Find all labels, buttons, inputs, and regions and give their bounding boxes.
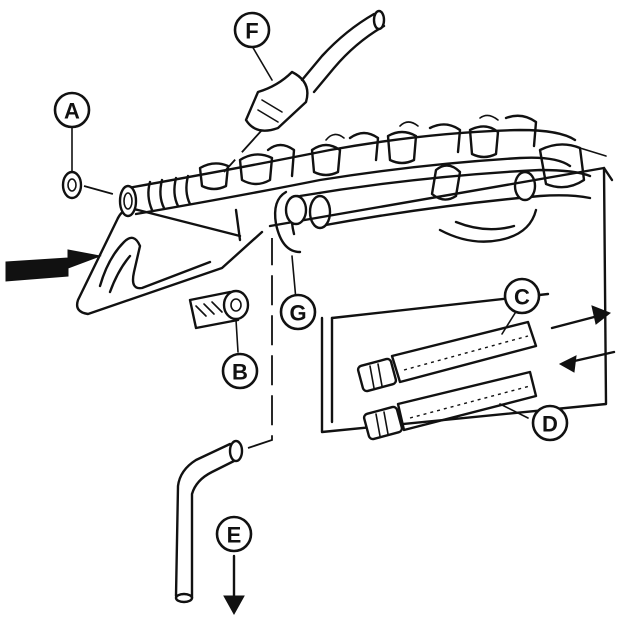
retaining-clip (273, 190, 308, 254)
return-tube (298, 168, 592, 243)
hose-c (356, 320, 538, 393)
callout-d-label: D (542, 412, 558, 437)
callout-g: G (279, 293, 317, 331)
spacer-bolt (188, 289, 250, 330)
leader-lines (71, 45, 529, 419)
callout-b: B (221, 352, 259, 390)
callout-e-label: E (227, 523, 242, 548)
callout-e: E (215, 515, 253, 553)
injector-clips (198, 114, 538, 201)
callout-f-label: F (245, 19, 258, 44)
drain-pipe (174, 238, 273, 604)
callout-g-label: G (289, 301, 306, 326)
seal-ring (61, 170, 121, 200)
inlet-arrow (5, 249, 102, 282)
callout-a-label: A (64, 99, 80, 124)
callout-f: F (233, 11, 271, 49)
return-arrow (558, 350, 616, 373)
fuel-rail (118, 128, 577, 218)
drain-arrow (223, 554, 245, 616)
hose-d (362, 370, 538, 441)
pressure-regulator (538, 143, 607, 189)
callout-c: C (503, 277, 541, 315)
callout-d: D (531, 404, 569, 442)
callout-a: A (53, 91, 91, 129)
callout-b-label: B (232, 360, 248, 385)
vacuum-hose (223, 9, 386, 173)
callout-c-label: C (514, 285, 530, 310)
outlet-arrow (550, 305, 611, 330)
rail-bracket (75, 207, 264, 316)
